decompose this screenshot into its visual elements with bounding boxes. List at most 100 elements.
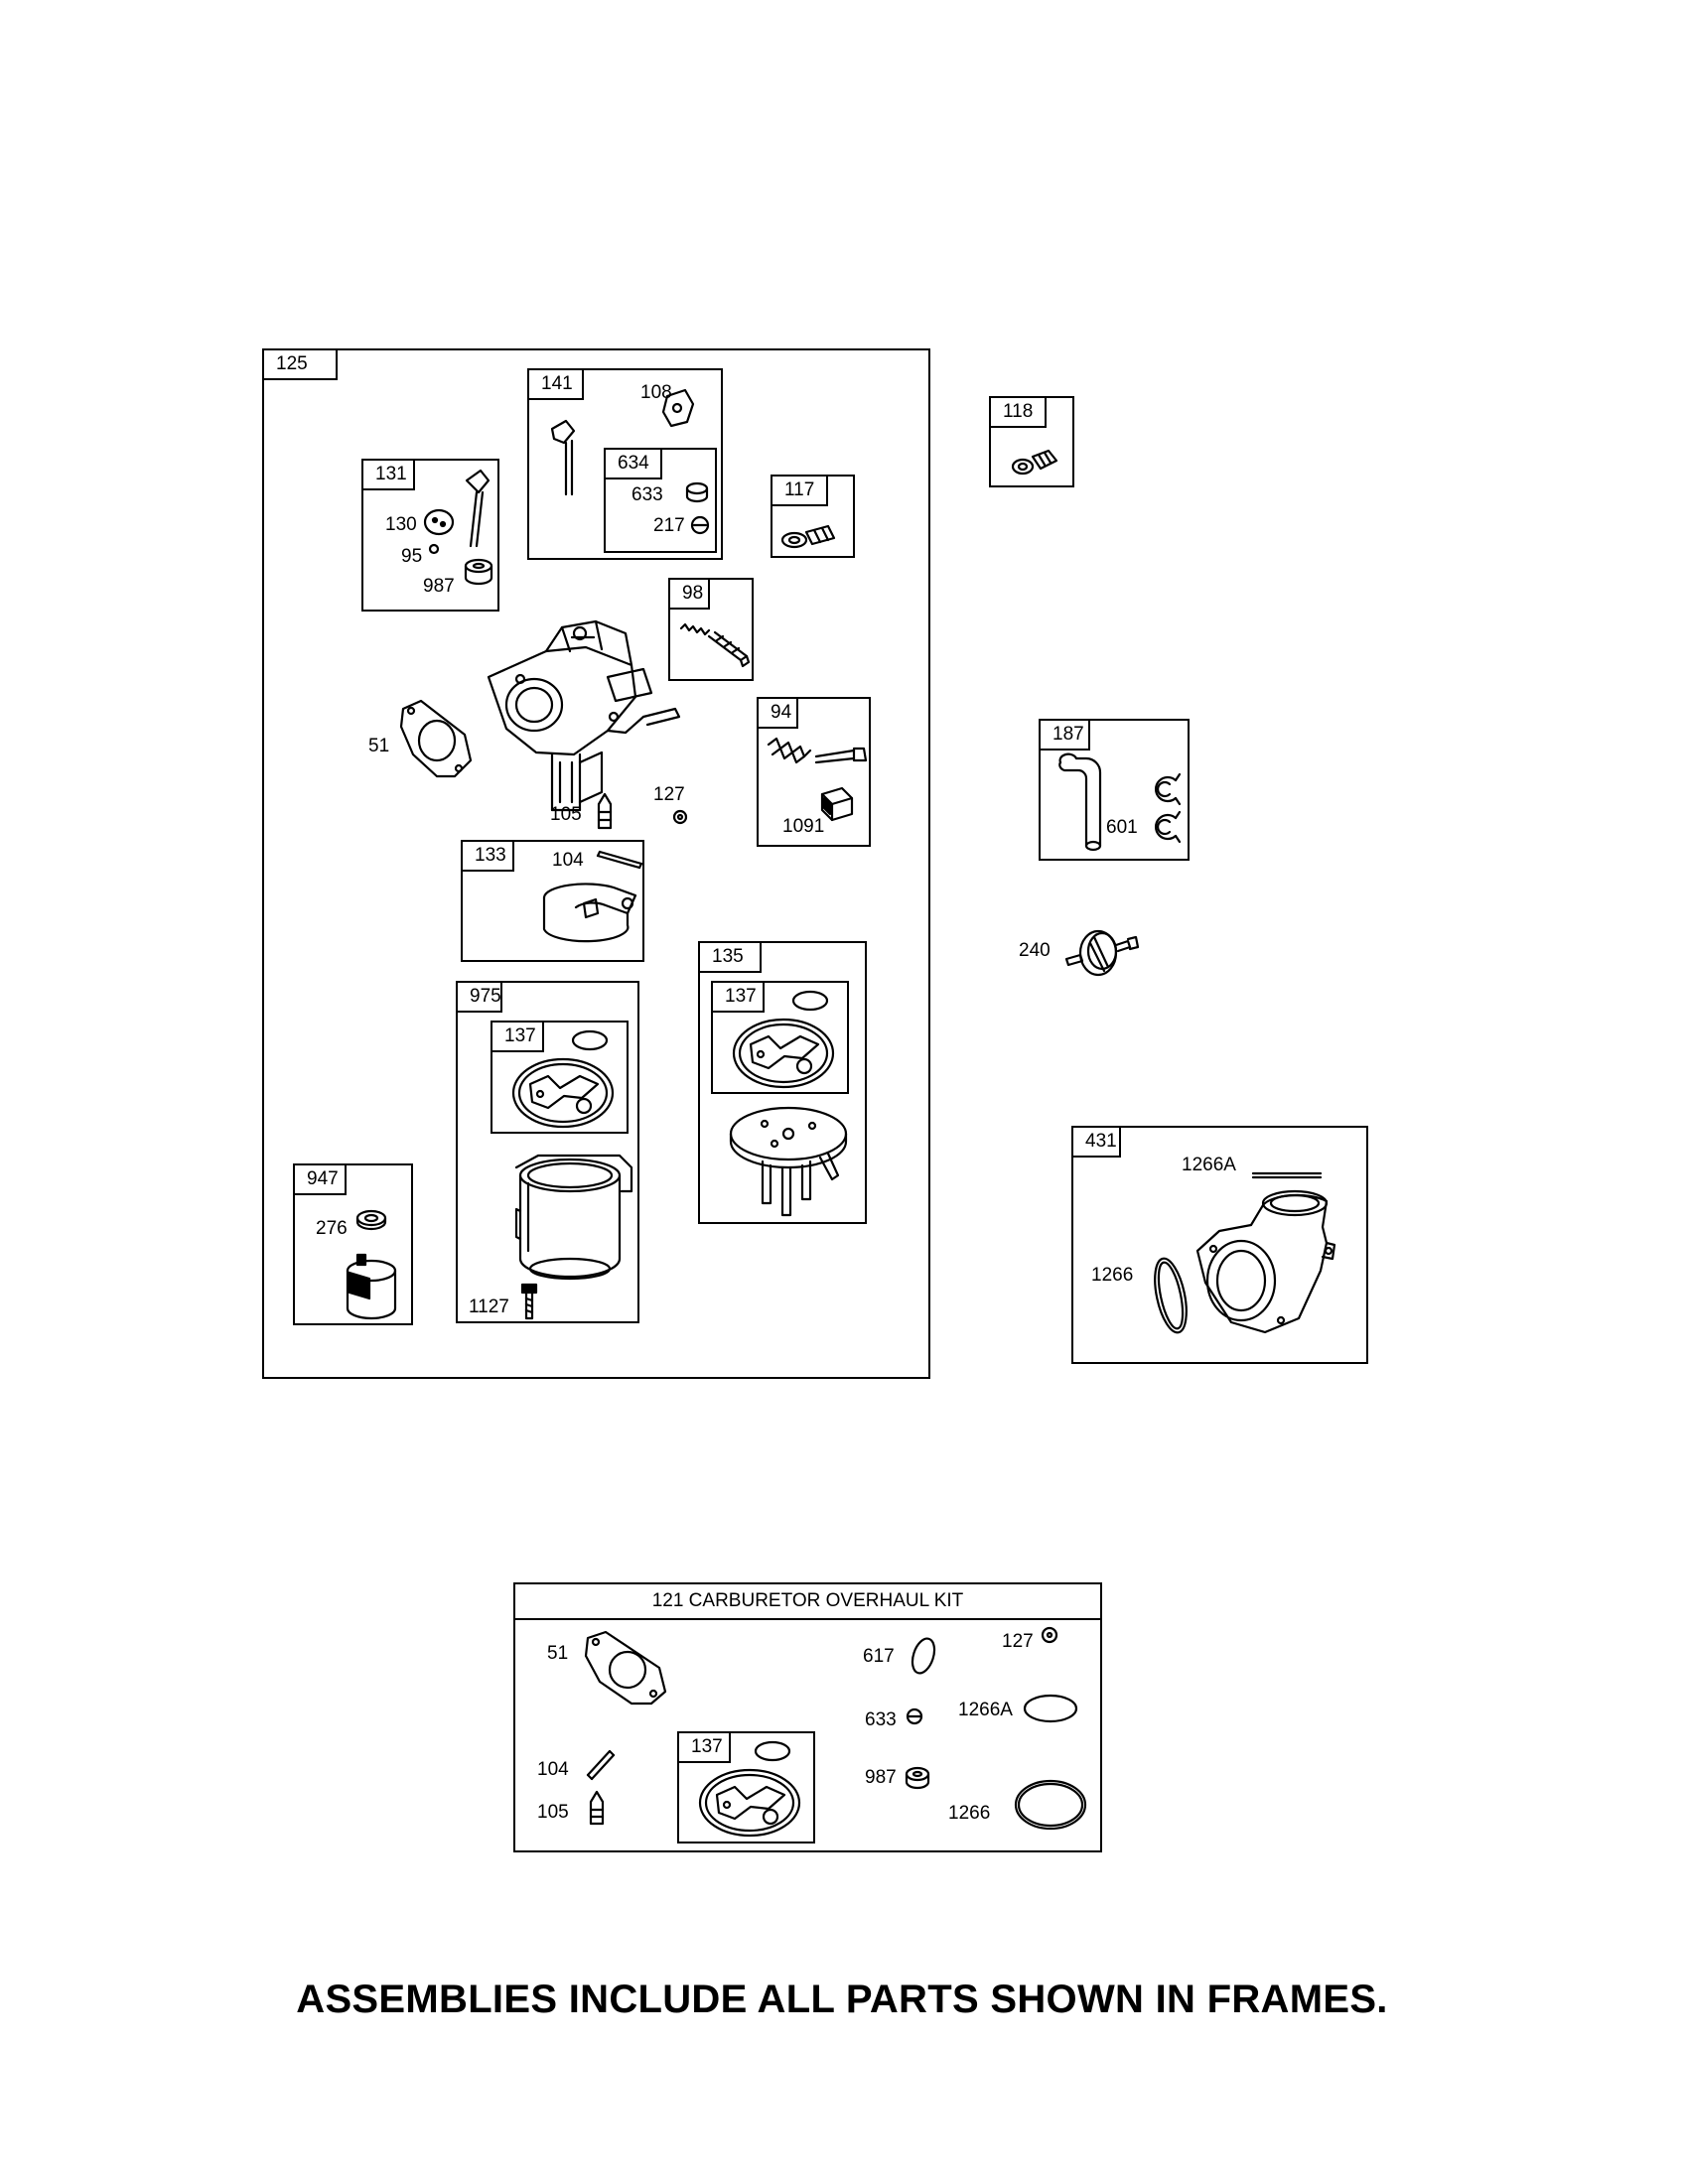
- choke-lever-icon: [550, 419, 576, 496]
- carburetor-body-icon: [487, 619, 681, 812]
- kit-121-frame: 121 CARBURETOR OVERHAUL KIT: [513, 1582, 1102, 1852]
- kit-washer-127-icon: [1041, 1626, 1058, 1644]
- gasket-108-icon: [661, 388, 695, 428]
- frame-135: 135: [698, 941, 867, 1224]
- frame-tag-634: 634: [606, 450, 662, 479]
- part-label-633: 633: [632, 484, 663, 505]
- part-label-601: 601: [1106, 817, 1138, 838]
- intake-elbow-icon: [1195, 1189, 1336, 1334]
- frame-118: 118: [989, 396, 1074, 487]
- idle-screw-spring-icon: [679, 622, 751, 668]
- frame-975: 975: [456, 981, 639, 1323]
- kit-label-1266A: 1266A: [958, 1700, 1013, 1720]
- frame-tag-187: 187: [1041, 721, 1090, 751]
- frame-tag-135: 135: [700, 943, 762, 973]
- part-label-1091: 1091: [782, 816, 825, 837]
- frame-tag-133: 133: [463, 842, 514, 872]
- solenoid-1091-icon: [820, 786, 854, 822]
- part-label-108: 108: [640, 382, 672, 403]
- frame-tag-137-c: 137: [679, 1733, 731, 1763]
- kit-gasket-137-icon: [698, 1768, 801, 1838]
- frame-634: 634: [604, 448, 717, 553]
- kit-jet-105-icon: [589, 1790, 605, 1826]
- hose-clamp-601-icon: [1154, 810, 1182, 844]
- frame-tag-94: 94: [759, 699, 798, 729]
- part-label-217: 217: [653, 515, 685, 536]
- frame-tag-137-b: 137: [713, 983, 765, 1013]
- frame-141: 141: [527, 368, 723, 560]
- part-label-276: 276: [316, 1218, 348, 1239]
- kit-121-title: 121 CARBURETOR OVERHAUL KIT: [515, 1584, 1100, 1620]
- fuel-filter-240-icon: [1064, 929, 1140, 977]
- part-label-1266: 1266: [1091, 1265, 1134, 1286]
- frame-125: 125: [262, 348, 930, 1379]
- kit-label-51: 51: [547, 1643, 569, 1664]
- kit-label-104: 104: [537, 1759, 569, 1780]
- o-ring-137-b-icon: [791, 990, 829, 1012]
- frame-tag-131: 131: [363, 461, 415, 490]
- part-label-104: 104: [552, 850, 584, 871]
- pin-104-icon: [596, 850, 643, 870]
- kit-label-987: 987: [865, 1767, 897, 1788]
- part-label-95: 95: [401, 546, 423, 567]
- part-label-127: 127: [653, 784, 685, 805]
- part-label-987: 987: [423, 576, 455, 597]
- frame-187: 187: [1039, 719, 1190, 861]
- o-ring-1266-icon: [1154, 1257, 1188, 1334]
- frame-tag-118: 118: [991, 398, 1047, 428]
- part-label-51: 51: [368, 736, 390, 756]
- kit-label-633: 633: [865, 1709, 897, 1730]
- frame-98: 98: [668, 578, 754, 681]
- screw-95-icon: [428, 543, 440, 555]
- fuel-hose-icon: [1058, 752, 1102, 852]
- frame-947: 947: [293, 1163, 413, 1325]
- frame-133: 133: [461, 840, 644, 962]
- frame-137-c: 137: [677, 1731, 815, 1843]
- kit-label-1266: 1266: [948, 1803, 991, 1824]
- float-bowl-icon: [514, 1154, 633, 1281]
- kit-seal-987-icon: [905, 1766, 930, 1790]
- kit-o-ring-1266A-icon: [1023, 1694, 1078, 1723]
- frame-131: 131: [361, 459, 499, 612]
- needle-spring-icon: [767, 737, 868, 764]
- throttle-shaft-icon: [465, 469, 491, 548]
- part-label-1266A: 1266A: [1182, 1155, 1236, 1175]
- throttle-plate-icon: [423, 508, 455, 536]
- part-label-105: 105: [550, 804, 582, 825]
- frame-tag-117: 117: [772, 477, 828, 506]
- frame-117: 117: [771, 475, 855, 558]
- bowl-plate-icon: [729, 1106, 848, 1217]
- bolt-1127-icon: [520, 1283, 538, 1320]
- frame-tag-431: 431: [1073, 1128, 1121, 1158]
- part-label-1127: 1127: [469, 1297, 509, 1317]
- washer-127-icon: [672, 809, 688, 825]
- kit-pin-104-icon: [586, 1749, 616, 1781]
- seal-633-icon: [685, 481, 709, 503]
- frame-tag-975: 975: [458, 983, 502, 1013]
- part-label-240: 240: [1019, 940, 1051, 961]
- frame-431: 431: [1071, 1126, 1368, 1364]
- frame-tag-137-a: 137: [492, 1023, 544, 1052]
- o-ring-137-a-icon: [571, 1029, 609, 1051]
- kit-label-617: 617: [863, 1646, 895, 1667]
- part-label-130: 130: [385, 514, 417, 535]
- kit-o-ring-137-icon: [754, 1740, 791, 1762]
- gasket-137-a-icon: [511, 1057, 615, 1129]
- kit-seal-633-icon: [906, 1707, 923, 1725]
- float-133-icon: [542, 883, 637, 943]
- frame-137-a: 137: [491, 1021, 629, 1134]
- frame-tag-141: 141: [529, 370, 584, 400]
- kit-label-105: 105: [537, 1802, 569, 1823]
- kit-o-ring-617-icon: [911, 1637, 936, 1675]
- gasket-51-icon: [399, 699, 473, 778]
- gasket-137-b-icon: [732, 1018, 835, 1089]
- frame-94: 94: [757, 697, 871, 847]
- frame-tag-947: 947: [295, 1165, 347, 1195]
- washer-217-icon: [690, 515, 710, 535]
- o-ring-1266A-icon: [1251, 1171, 1323, 1179]
- hose-clamp-upper-icon: [1154, 772, 1182, 806]
- fitting-117-icon: [780, 524, 836, 549]
- seal-987-icon: [464, 558, 493, 586]
- assemblies-note: ASSEMBLIES INCLUDE ALL PARTS SHOWN IN FR…: [296, 1978, 1388, 2021]
- kit-label-127: 127: [1002, 1631, 1034, 1652]
